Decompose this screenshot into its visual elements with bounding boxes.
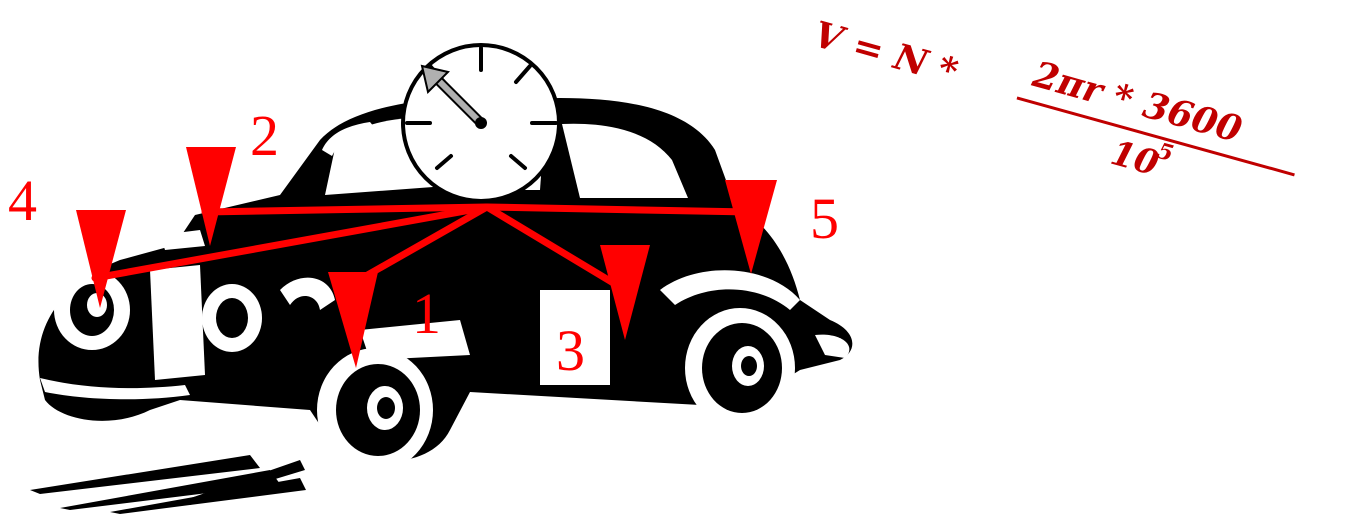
label-3: 3 bbox=[556, 318, 585, 383]
arrowheads bbox=[76, 147, 777, 368]
speedometer-icon bbox=[401, 43, 561, 203]
car-trim bbox=[40, 122, 850, 400]
label-4: 4 bbox=[8, 168, 37, 233]
headlights bbox=[54, 270, 262, 352]
rear-wheel bbox=[685, 308, 795, 428]
fraction-bar bbox=[1016, 96, 1295, 177]
label-1: 1 bbox=[412, 281, 441, 346]
arrowhead-3 bbox=[600, 245, 650, 340]
label-5: 5 bbox=[810, 186, 839, 251]
speed-formula: V = N * 2πr * 3600 10 5 bbox=[809, 13, 1295, 184]
formula-numerator: 2πr * 3600 bbox=[1027, 53, 1246, 151]
formula-lhs: V = N * bbox=[809, 13, 962, 93]
arrowhead-1 bbox=[328, 272, 378, 368]
vintage-car-icon bbox=[30, 98, 853, 514]
arrowhead-4 bbox=[76, 210, 126, 308]
number-labels: 4 2 1 3 5 bbox=[8, 103, 839, 383]
speed-streaks bbox=[30, 455, 306, 514]
formula-exponent: 5 bbox=[1155, 138, 1177, 167]
arrowhead-5 bbox=[725, 180, 777, 274]
front-wheel bbox=[317, 348, 433, 472]
formula-denominator: 10 bbox=[1107, 133, 1164, 184]
gauge-needle bbox=[420, 64, 487, 129]
label-2: 2 bbox=[250, 103, 279, 168]
arrowhead-2 bbox=[186, 147, 236, 246]
